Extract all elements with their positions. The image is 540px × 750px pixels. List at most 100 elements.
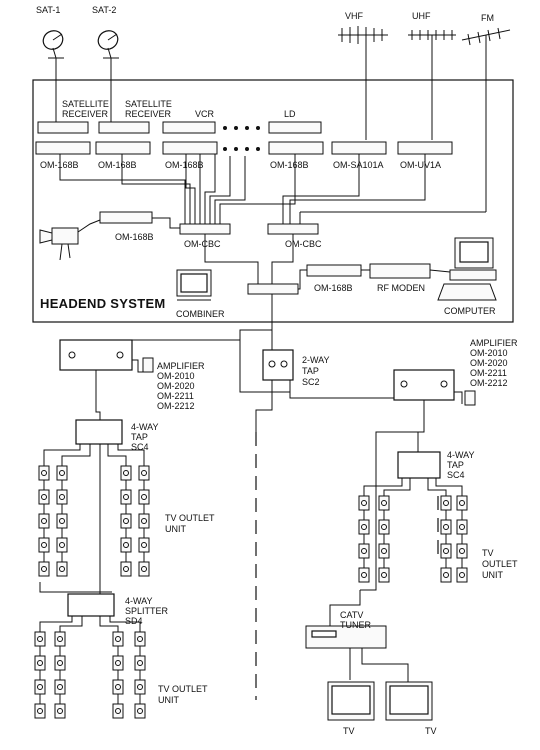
tv-outlet-unit-icon — [112, 703, 124, 719]
tv-outlet-unit-icon — [34, 655, 46, 671]
monitor-icon — [176, 269, 212, 301]
modulator-4-device — [268, 141, 324, 155]
left-amp-label-0: AMPLIFIER — [157, 361, 205, 371]
ld-device — [268, 121, 322, 134]
left-amp-power-plug-icon — [142, 357, 154, 373]
om-sa101a-label: OM-SA101A — [333, 160, 384, 170]
right-amp-power-plug-icon — [464, 390, 476, 406]
tv-outlet-unit-icon — [440, 543, 452, 559]
tv-outlet-unit-icon — [358, 495, 370, 511]
tv-outlet-unit-icon — [378, 543, 390, 559]
right-amplifier-device — [393, 369, 455, 401]
left-amp-label-3: OM-2211 — [157, 391, 194, 401]
catv-label-1: TUNER — [340, 620, 371, 630]
sat-receiver-2-line1: SATELLITE — [125, 99, 172, 109]
computer-label: COMPUTER — [444, 306, 496, 316]
uhf-label: UHF — [412, 11, 431, 21]
om-uv1a-label: OM-UV1A — [400, 160, 441, 170]
pc-modulator-device — [306, 264, 362, 277]
sat-receiver-1-line2: RECEIVER — [62, 109, 109, 119]
tv-outlet-unit-icon — [56, 537, 68, 553]
tap2-label-0: 2-WAY — [302, 355, 330, 365]
tv-outlet-unit-icon — [378, 567, 390, 583]
tap2-label-1: TAP — [302, 366, 319, 376]
tv-outlet-unit-icon — [138, 465, 150, 481]
modulator-2-label: OM-168B — [98, 160, 137, 170]
left-splitter-label-1: SPLITTER — [125, 606, 169, 616]
tv-outlet-unit-icon — [134, 631, 146, 647]
sat-receiver-2-line2: RECEIVER — [125, 109, 172, 119]
modulator-2-device — [95, 141, 151, 155]
left-tap-device — [75, 419, 123, 445]
tv-outlet-unit-icon — [54, 679, 66, 695]
tv-outlet-unit-icon — [56, 561, 68, 577]
om-sa101a-device — [331, 141, 387, 155]
tv-1-icon — [327, 681, 375, 721]
vhf-label: VHF — [345, 11, 364, 21]
tv-outlet-unit-icon — [440, 567, 452, 583]
tv-outlet-unit-icon — [134, 703, 146, 719]
tv-outlet-unit-icon — [34, 679, 46, 695]
tv-outlet-unit-icon — [358, 567, 370, 583]
more-sources-dots-icon — [223, 126, 260, 151]
modulator-3-label: OM-168B — [165, 160, 204, 170]
left-amp-label-1: OM-2010 — [157, 371, 195, 381]
left-outlet-group-a — [38, 465, 150, 577]
ld-label: LD — [284, 109, 296, 119]
tv-outlet-unit-icon — [120, 489, 132, 505]
right-tap-label-1: TAP — [447, 460, 464, 470]
left-tap-wiring — [43, 444, 145, 588]
right-amp-label-0: AMPLIFIER — [470, 338, 518, 348]
modulator-1-label: OM-168B — [40, 160, 79, 170]
right-outlet-group — [358, 495, 468, 583]
fm-label: FM — [481, 13, 494, 23]
om-uv1a-device — [397, 141, 453, 155]
tv-outlet-unit-icon — [358, 519, 370, 535]
right-tap-label-2: SC4 — [447, 470, 465, 480]
tv-outlet-unit-icon — [56, 465, 68, 481]
vhf-antenna-icon — [338, 26, 388, 80]
left-outlet-label-0: TV OUTLET — [165, 513, 215, 523]
video-camera-icon — [39, 227, 79, 261]
sat-receiver-1-device — [37, 121, 89, 134]
two-way-tap-device — [262, 349, 294, 381]
modulator-1-device — [35, 141, 91, 155]
uhf-antenna-icon — [408, 30, 456, 80]
tv-outlet-unit-icon — [138, 513, 150, 529]
tv-outlet-unit-icon — [378, 495, 390, 511]
fm-antenna-icon — [461, 27, 511, 80]
tv-outlet-unit-icon — [378, 519, 390, 535]
right-outlet-label-0: TV — [482, 548, 494, 558]
left-outlet2-label-1: UNIT — [158, 695, 179, 705]
tv-outlet-unit-icon — [134, 679, 146, 695]
right-tap-wiring — [363, 478, 463, 496]
modulator-4-label: OM-168B — [270, 160, 309, 170]
tv-outlet-unit-icon — [120, 465, 132, 481]
tv-outlet-unit-icon — [38, 537, 50, 553]
left-amp-label-2: OM-2020 — [157, 381, 195, 391]
tv-outlet-unit-icon — [34, 703, 46, 719]
left-splitter-device — [67, 593, 115, 617]
tv-outlet-unit-icon — [112, 631, 124, 647]
camera-modulator-label: OM-168B — [115, 232, 154, 242]
headend-system-box — [32, 79, 514, 323]
vcr-device — [162, 121, 216, 134]
right-amp-label-1: OM-2010 — [470, 348, 508, 358]
left-amp-label-4: OM-2212 — [157, 401, 195, 411]
sat2-label: SAT-2 — [92, 5, 116, 15]
tv-outlet-unit-icon — [54, 631, 66, 647]
right-outlet-label-1: OUTLET — [482, 559, 518, 569]
tv-outlet-unit-icon — [138, 561, 150, 577]
left-splitter-label-0: 4-WAY — [125, 596, 153, 606]
computer-icon — [437, 237, 497, 301]
sat-receiver-2-device — [98, 121, 150, 134]
sat2-dish-icon — [97, 30, 119, 59]
tv-outlet-unit-icon — [358, 543, 370, 559]
left-tap-label-1: TAP — [131, 432, 148, 442]
left-outlet-label-1: UNIT — [165, 524, 186, 534]
cbc-2-label: OM-CBC — [285, 239, 322, 249]
tv-2-label: TV — [425, 726, 437, 736]
tv-outlet-unit-icon — [456, 567, 468, 583]
tv-outlet-unit-icon — [138, 537, 150, 553]
